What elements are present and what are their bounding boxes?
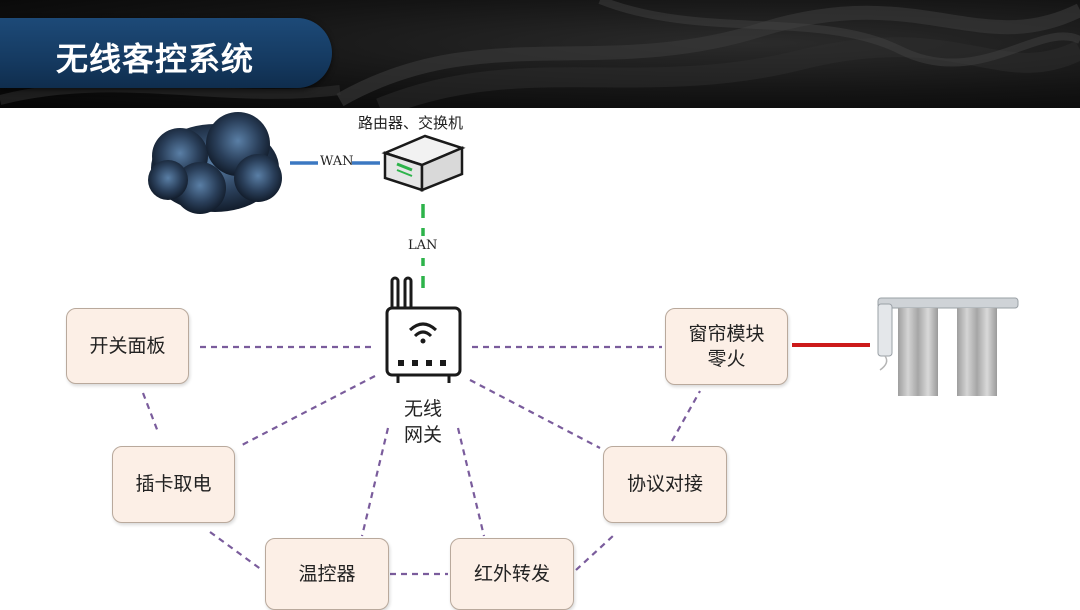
cloud-icon bbox=[148, 112, 282, 214]
router-label: 路由器、交换机 bbox=[358, 114, 464, 132]
node-thermostat: 温控器 bbox=[265, 538, 389, 610]
router-icon bbox=[381, 134, 466, 192]
link-card-power-thermostat bbox=[209, 531, 263, 571]
link-gateway-ir-forward bbox=[456, 427, 486, 537]
header-texture bbox=[0, 0, 1080, 108]
title-pill bbox=[0, 18, 332, 88]
link-gateway-protocol bbox=[469, 379, 601, 449]
link-gateway-card-power bbox=[239, 375, 376, 447]
wan-label: WAN bbox=[320, 154, 354, 169]
node-curtain-label-line1: 窗帘模块 bbox=[688, 322, 765, 345]
header-banner: 无线客控系统 bbox=[0, 0, 1080, 108]
node-ir-forward: 红外转发 bbox=[450, 538, 574, 610]
node-thermostat-label: 温控器 bbox=[298, 562, 356, 585]
gateway-label-line2: 网关 bbox=[404, 424, 443, 446]
network-diagram bbox=[141, 112, 1019, 576]
gateway-icon bbox=[385, 276, 462, 383]
node-switch-panel-label: 开关面板 bbox=[89, 334, 166, 357]
link-switch-panel-card-power bbox=[141, 392, 160, 433]
link-protocol-curtain bbox=[671, 390, 701, 442]
curtain-icon bbox=[877, 297, 1019, 396]
gateway-label-line1: 无线 bbox=[404, 398, 443, 420]
node-ir-forward-label: 红外转发 bbox=[473, 562, 550, 585]
node-card-power: 插卡取电 bbox=[112, 446, 235, 523]
node-curtain-label-line2: 零火 bbox=[707, 347, 746, 370]
dotted-links bbox=[141, 345, 701, 576]
node-protocol: 协议对接 bbox=[603, 446, 727, 523]
lan-label: LAN bbox=[408, 238, 438, 253]
page-title: 无线客控系统 bbox=[56, 40, 255, 78]
node-curtain-module: 窗帘模块 零火 bbox=[665, 308, 788, 385]
link-gateway-thermostat bbox=[360, 427, 390, 537]
node-protocol-label: 协议对接 bbox=[626, 473, 703, 495]
link-ir-forward-protocol bbox=[575, 534, 615, 571]
node-switch-panel: 开关面板 bbox=[66, 308, 189, 384]
node-card-power-label: 插卡取电 bbox=[135, 473, 212, 495]
